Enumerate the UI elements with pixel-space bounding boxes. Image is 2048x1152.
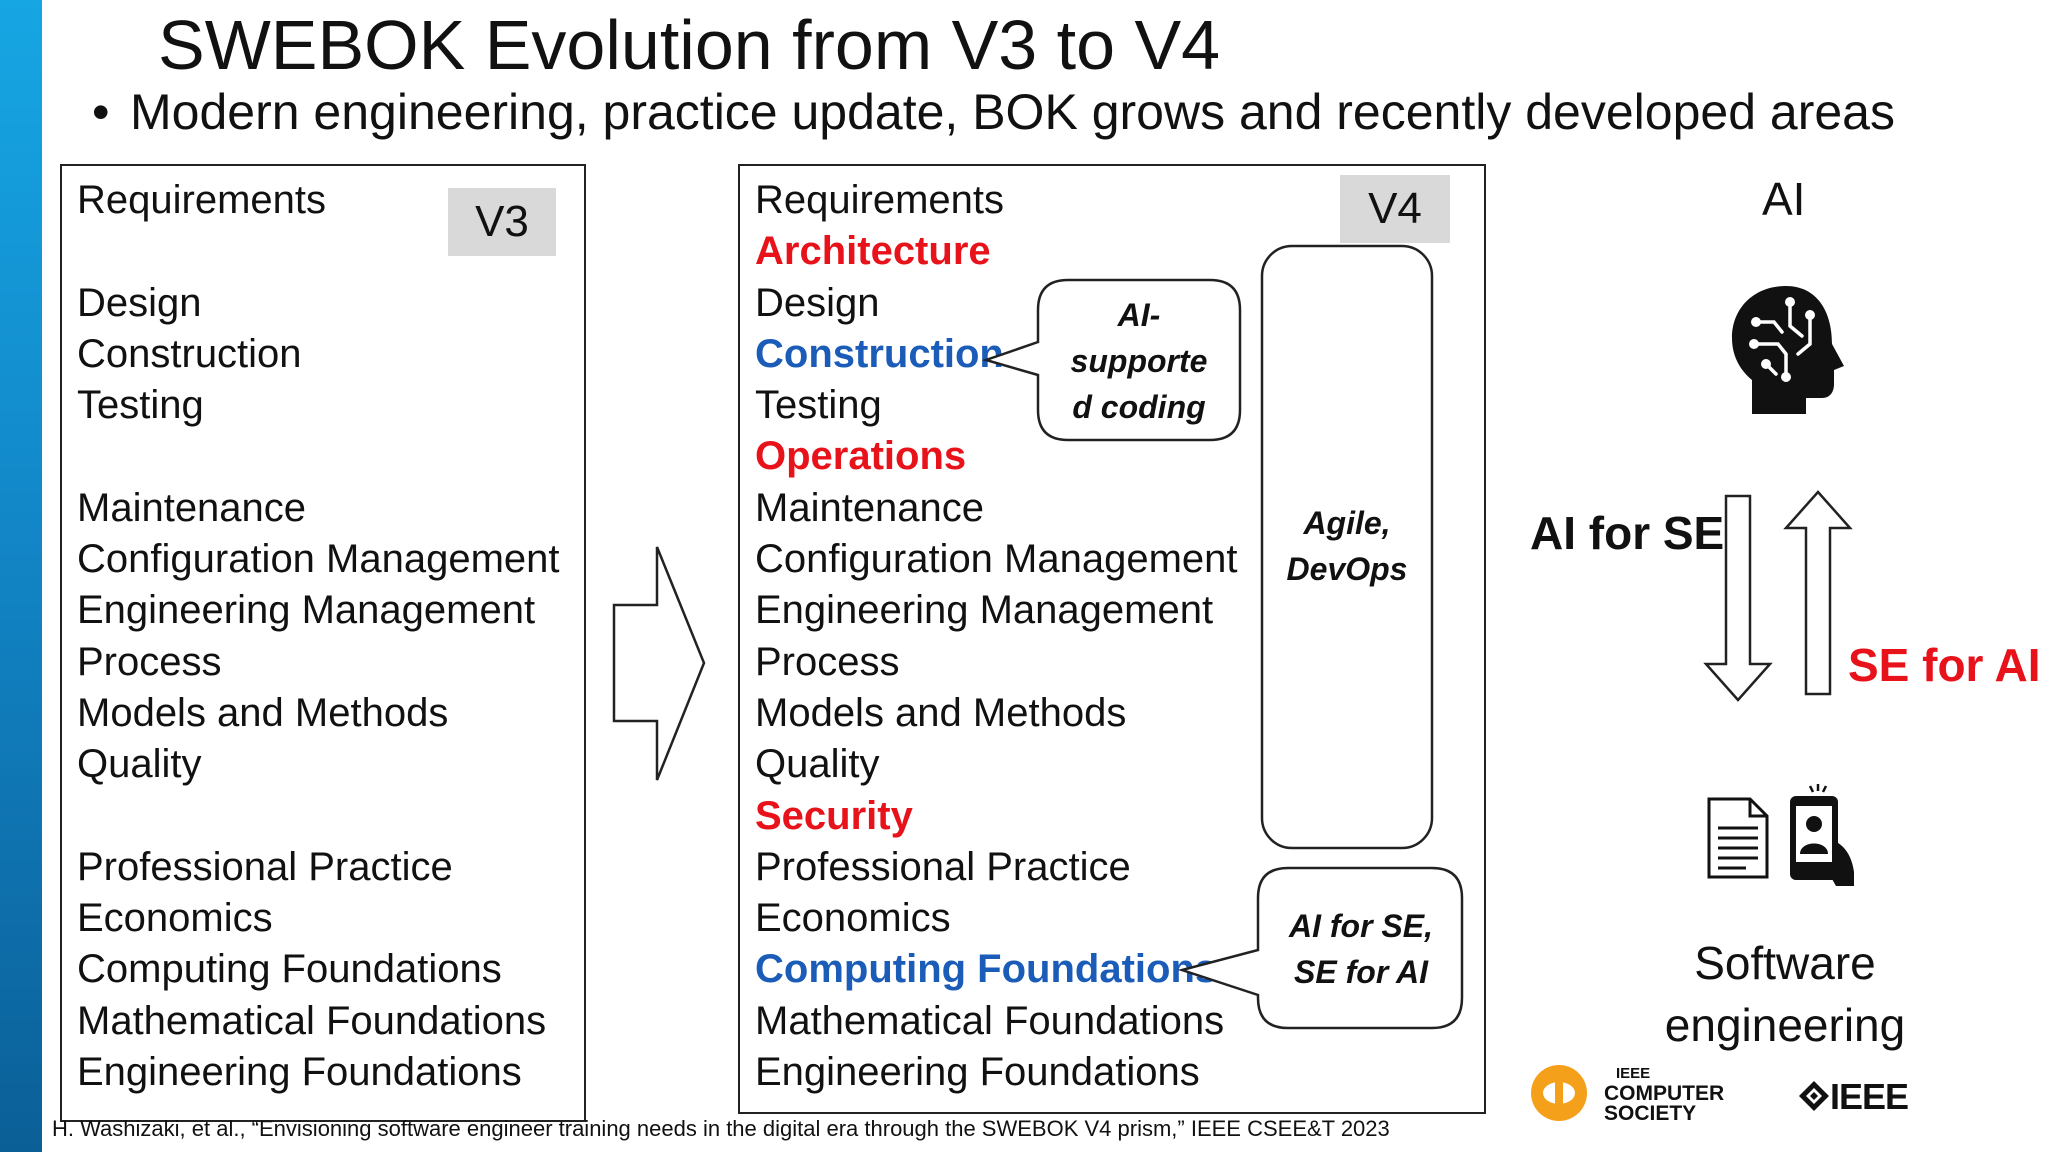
evolution-arrow (612, 546, 706, 781)
agile-devops-text: Agile, DevOps (1264, 500, 1430, 592)
v4-knowledge-area: Architecture (755, 229, 991, 274)
ieee-wordmark: IEEE (1830, 1076, 1909, 1117)
document-icon (1707, 797, 1769, 879)
callout-foundations-shape (1177, 866, 1464, 1030)
se-label-line-1: Software (1694, 937, 1876, 989)
v3-knowledge-area: Construction (77, 331, 302, 376)
logo-cs-society: SOCIETY (1604, 1102, 1697, 1125)
v3-knowledge-area: Engineering Management (77, 588, 536, 633)
ai-label: AI (1762, 173, 1806, 225)
v4-knowledge-area: Computing Foundations (755, 947, 1218, 992)
v4-knowledge-area: Design (755, 280, 880, 325)
agile-devops-box (1260, 244, 1434, 850)
slide-bullet: • Modern engineering, practice update, BO… (92, 80, 1895, 144)
se-label-line-2: engineering (1664, 999, 1906, 1051)
agile-line-2: DevOps (1286, 551, 1408, 587)
logo-cs-ieee: IEEE (1616, 1065, 1651, 1082)
callout-f-line-1: AI for SE, (1288, 908, 1433, 944)
v4-knowledge-area: Process (755, 639, 900, 684)
down-arrow-ai-to-se (1703, 494, 1773, 702)
callout-line-2: supporte (1070, 343, 1208, 379)
callout-line-1: AI- (1117, 297, 1161, 333)
v4-knowledge-area: Engineering Foundations (755, 1050, 1200, 1095)
callout-construction-shape (981, 278, 1242, 442)
v4-knowledge-area: Security (755, 793, 913, 838)
logo-cs-computer: COMPUTER (1604, 1082, 1725, 1105)
v3-knowledge-area: Quality (77, 742, 202, 787)
software-engineering-label: Software engineering (1640, 932, 1930, 1056)
v3-knowledge-area: Testing (77, 383, 204, 428)
v4-knowledge-area: Requirements (755, 178, 1005, 222)
v4-knowledge-area: Configuration Management (755, 537, 1238, 582)
v4-knowledge-area: Mathematical Foundations (755, 998, 1225, 1043)
v4-knowledge-area: Operations (755, 434, 967, 479)
v4-tag: V4 (1340, 175, 1450, 243)
v3-knowledge-area: Configuration Management (77, 537, 560, 582)
callout-f-line-2: SE for AI (1294, 954, 1428, 990)
citation: H. Washizaki, et al., “Envisioning softw… (52, 1116, 1390, 1141)
computer-society-wordmark: IEEE COMPUTER SOCIETY (1604, 1064, 1724, 1124)
callout-foundations-text: AI for SE, SE for AI (1262, 903, 1460, 995)
side-accent-bar (0, 0, 42, 1152)
v3-knowledge-area: Design (77, 280, 202, 325)
ieee-diamond-icon (1799, 1081, 1829, 1111)
v4-knowledge-area: Construction (755, 331, 1004, 376)
ai-for-se-label: AI for SE (1530, 507, 1725, 559)
se-for-ai-label: SE for AI (1848, 639, 2041, 691)
callout-line-3: d coding (1072, 389, 1206, 425)
ieee-computer-society-logo-icon (1531, 1065, 1587, 1121)
brain-circuit-icon (1732, 286, 1844, 414)
v4-knowledge-area: Professional Practice (755, 844, 1131, 889)
v3-knowledge-area: Models and Methods (77, 690, 449, 735)
v3-knowledge-area: Economics (77, 896, 273, 941)
bullet-text: Modern engineering, practice update, BOK… (130, 84, 1895, 140)
v3-knowledge-area: Process (77, 639, 222, 684)
smartphone-user-icon (1790, 784, 1854, 886)
v4-knowledge-area: Models and Methods (755, 690, 1127, 735)
v4-knowledge-area: Engineering Management (755, 588, 1214, 633)
v3-tag: V3 (448, 188, 556, 256)
up-arrow-se-to-ai (1783, 490, 1853, 696)
v4-knowledge-area: Economics (755, 896, 951, 941)
v3-knowledge-area: Computing Foundations (77, 947, 502, 992)
callout-construction-text: AI- supporte d coding (1040, 292, 1238, 430)
v3-knowledge-area: Mathematical Foundations (77, 998, 547, 1043)
v4-knowledge-area: Maintenance (755, 485, 985, 530)
slide-title: SWEBOK Evolution from V3 to V4 (158, 6, 1221, 84)
bullet-dot: • (92, 84, 110, 140)
v3-knowledge-area: Engineering Foundations (77, 1050, 522, 1095)
v3-knowledge-area: Requirements (77, 178, 327, 222)
agile-line-1: Agile, (1303, 505, 1391, 541)
v3-knowledge-area: Professional Practice (77, 844, 453, 889)
v4-knowledge-area: Testing (755, 383, 882, 428)
v4-knowledge-area: Quality (755, 742, 880, 787)
v3-knowledge-area: Maintenance (77, 485, 307, 530)
